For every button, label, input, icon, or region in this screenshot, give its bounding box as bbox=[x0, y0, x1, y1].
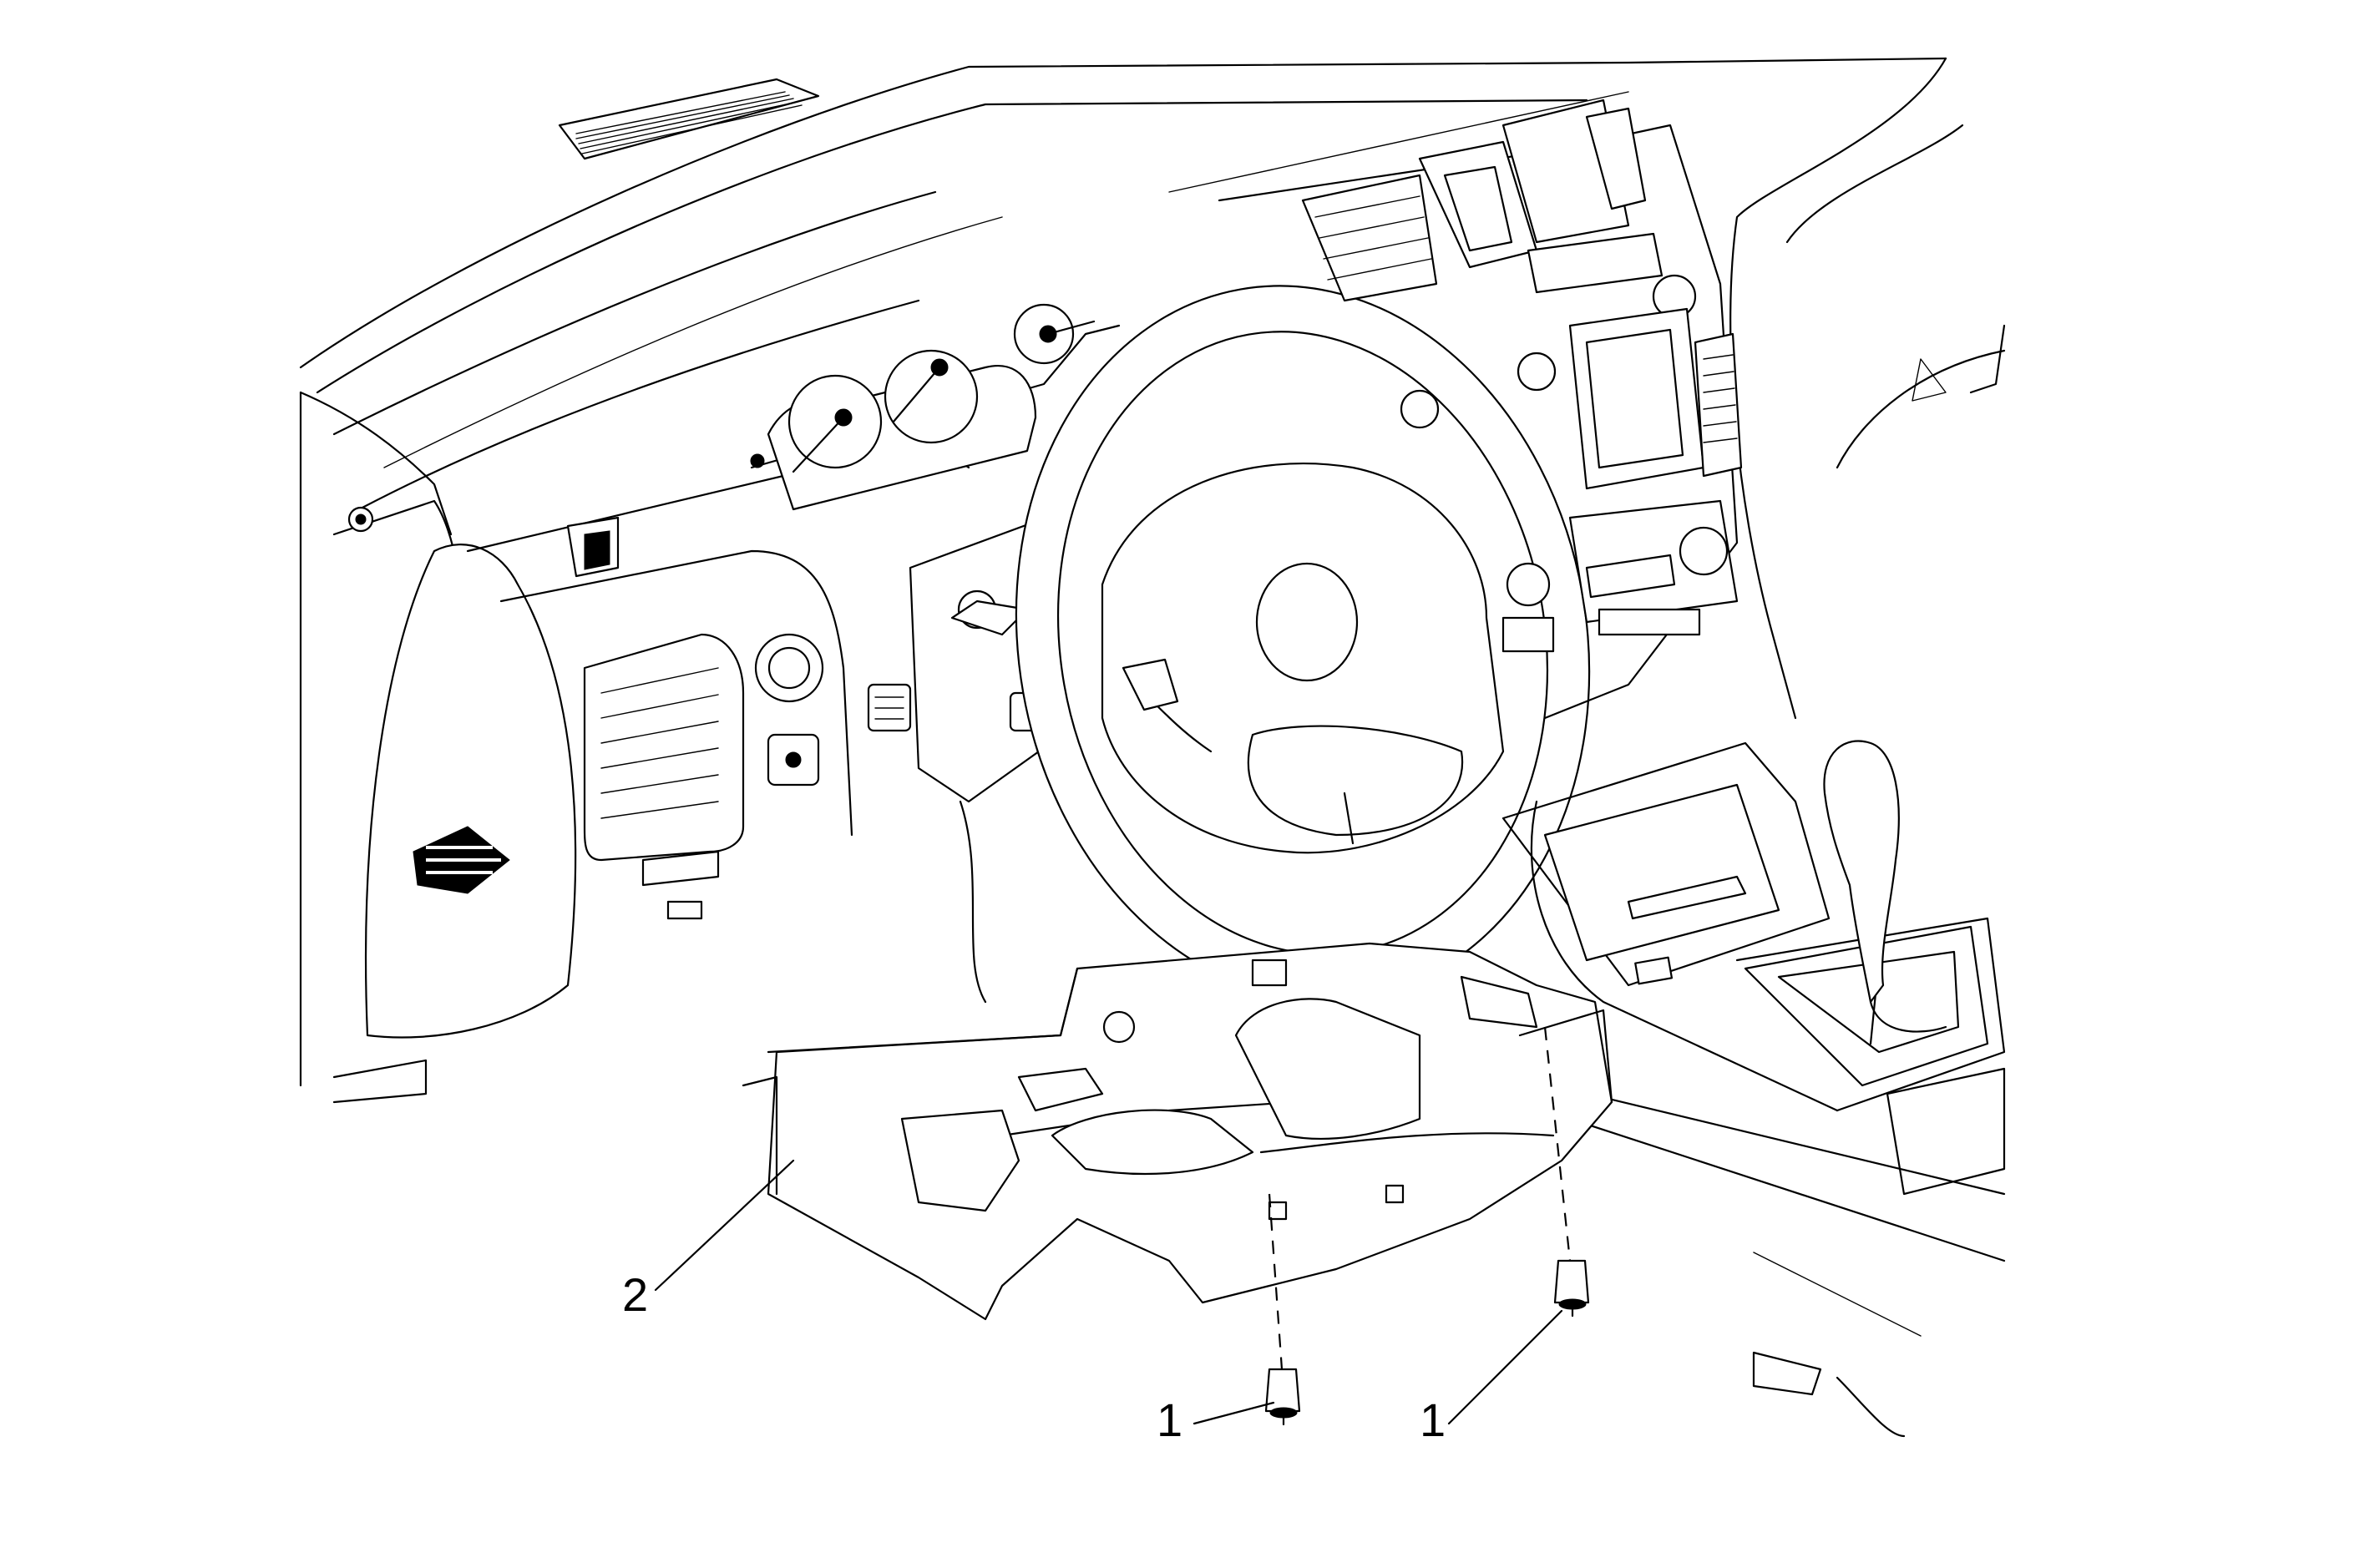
fastener-right bbox=[1543, 1026, 1590, 1318]
knee-bolster-panel bbox=[742, 942, 1613, 1321]
instrument-cluster bbox=[750, 303, 1121, 511]
center-stack bbox=[1218, 99, 1743, 720]
left-door-trim bbox=[299, 391, 577, 1104]
right-door-trim bbox=[1729, 57, 2006, 720]
leader-line-fastener-left bbox=[1193, 1401, 1275, 1425]
callout-fastener-left: 1 bbox=[1157, 1394, 1182, 1446]
dash-top bbox=[299, 57, 1947, 511]
defroster-vent bbox=[558, 78, 820, 160]
callout-panel: 2 bbox=[622, 1268, 648, 1321]
steering-wheel bbox=[1015, 285, 1591, 1001]
center-console bbox=[1501, 740, 2006, 1438]
leader-line-fastener-right bbox=[1447, 1309, 1563, 1425]
callout-fastener-right: 1 bbox=[1420, 1394, 1446, 1446]
fastener-left bbox=[1264, 1193, 1301, 1426]
leader-line-panel bbox=[654, 1159, 795, 1292]
